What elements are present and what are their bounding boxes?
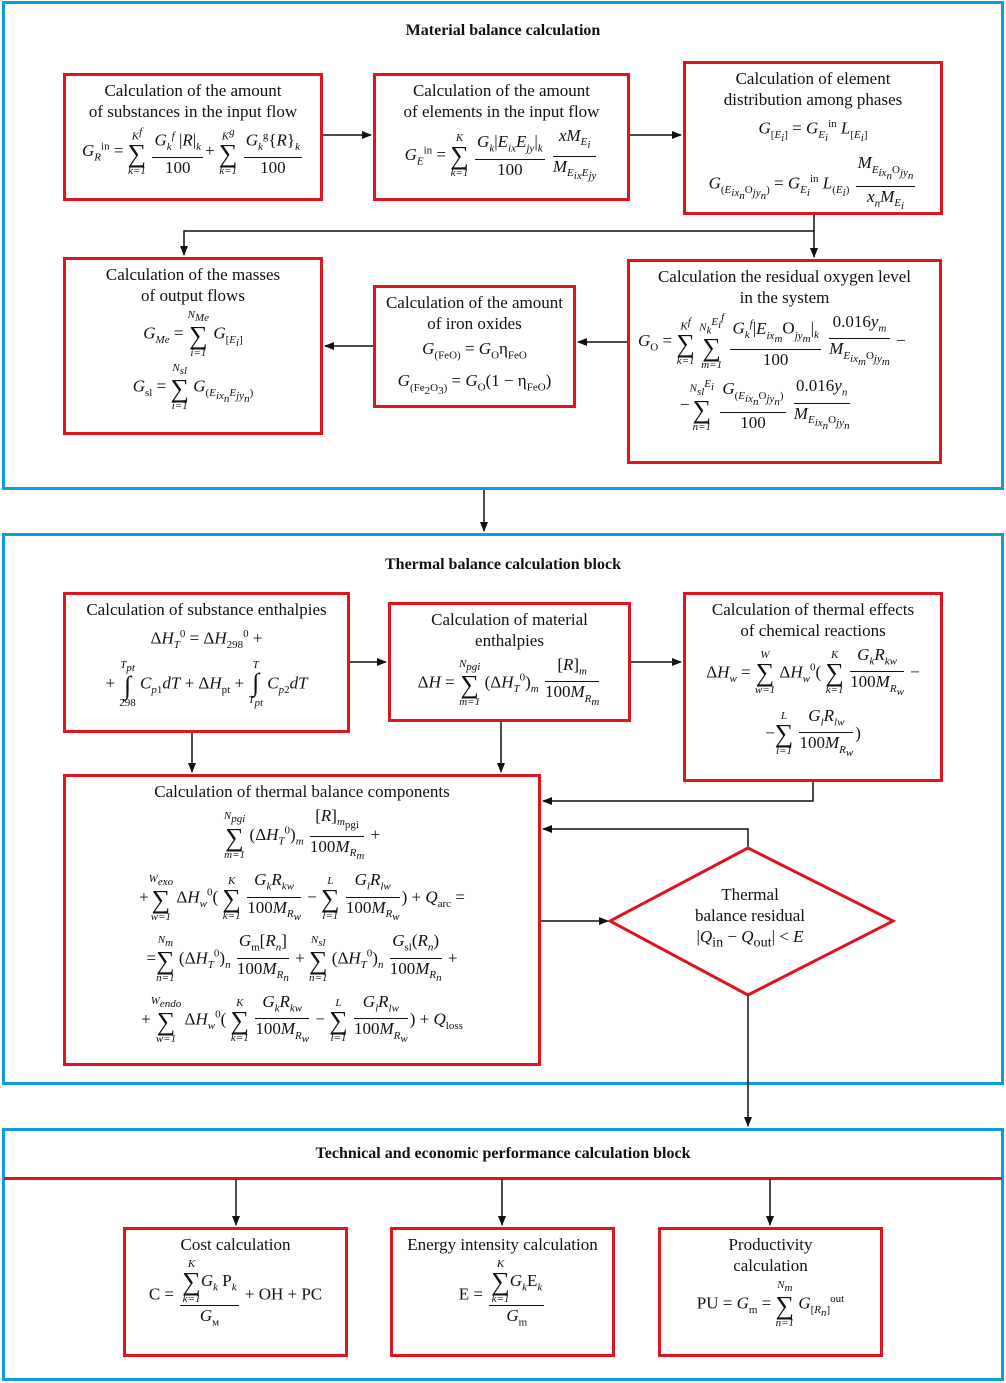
box-title: Calculation the residual oxygen level <box>657 267 912 286</box>
section-title: Technical and economic performance calcu… <box>315 1145 691 1162</box>
productivity-box: Productivity calculation PU = Gm = Nm∑n=… <box>658 1227 883 1357</box>
box-title: Calculation of the masses <box>105 265 281 284</box>
box-title: of substances in the input flow <box>88 102 298 121</box>
box-title: Calculation of the amount <box>385 293 564 312</box>
decision-label: Thermal <box>721 885 779 904</box>
decision-label: balance residual <box>695 906 805 925</box>
box-title: Calculation of thermal effects <box>711 600 915 619</box>
input-elements-box: Calculation of the amount of elements in… <box>373 73 630 201</box>
box-title: Cost calculation <box>180 1235 291 1254</box>
box-title: distribution among phases <box>723 90 903 109</box>
formula: + Tpt∫298 Cp1dT + ΔHpt + T∫Tpt Cp2dT <box>105 659 308 710</box>
thermal-balance-components-box: Calculation of thermal balance component… <box>63 774 541 1066</box>
box-title: of output flows <box>141 286 245 305</box>
section-divider <box>4 1177 1002 1180</box>
output-masses-box: Calculation of the masses of output flow… <box>63 257 323 435</box>
thermal-effects-box: Calculation of thermal effects of chemic… <box>683 592 943 782</box>
box-title: Calculation of thermal balance component… <box>154 782 450 801</box>
box-title: Calculation of substance enthalpies <box>86 600 327 619</box>
section-title: Material balance calculation <box>405 22 601 39</box>
iron-oxides-box: Calculation of the amount of iron oxides… <box>373 285 576 408</box>
decision-condition: |Qin − Qout| < E <box>696 927 804 951</box>
substance-enthalpies-box: Calculation of substance enthalpies ΔHT0… <box>63 592 350 733</box>
formula: ΔHT0 = ΔH2980 + <box>150 628 263 652</box>
box-title: of chemical reactions <box>740 621 886 640</box>
box-title: Calculation of the amount <box>104 81 282 100</box>
formula: PU = Gm = Nm∑n=1 G[Rn]out <box>696 1279 845 1330</box>
formula: G(Fe2O3) = GO(1 − ηFeO) <box>397 371 552 397</box>
box-title: Energy intensity calculation <box>407 1235 598 1254</box>
box-title: in the system <box>739 288 830 307</box>
box-title: Calculation of material <box>431 610 588 629</box>
box-title: enthalpies <box>475 631 544 650</box>
formula: G(FeO) = GOηFeO <box>422 339 527 362</box>
box-title: Calculation of the amount <box>412 81 591 100</box>
element-distribution-box: Calculation of element distribution amon… <box>683 61 943 215</box>
box-title: of iron oxides <box>427 314 522 333</box>
residual-oxygen-box: Calculation the residual oxygen level in… <box>627 259 942 464</box>
box-title: Productivity <box>728 1235 813 1254</box>
box-title: calculation <box>733 1256 808 1275</box>
formula: =Nm∑n=1 (ΔHT0)n Gm[Rn]100MRn + Nsl∑n=1 (… <box>146 931 458 985</box>
section-title: Thermal balance calculation block <box>385 556 621 573</box>
formula: G[Ei] = GEiin L[Ei] <box>758 118 868 145</box>
box-title: of elements in the input flow <box>403 102 600 121</box>
input-substances-box: Calculation of the amount of substances … <box>63 73 323 201</box>
thermal-residual-decision: Thermal balance residual |Qin − Qout| < … <box>650 884 850 953</box>
box-title: Calculation of element <box>735 69 891 88</box>
material-enthalpies-box: Calculation of material enthalpies ΔH = … <box>388 602 631 722</box>
formula: Gsl = Nsl∑i=1 G(EixnEjyn) <box>132 362 254 413</box>
formula: GMe = NMe∑i=1 G[Ei] <box>143 309 243 360</box>
